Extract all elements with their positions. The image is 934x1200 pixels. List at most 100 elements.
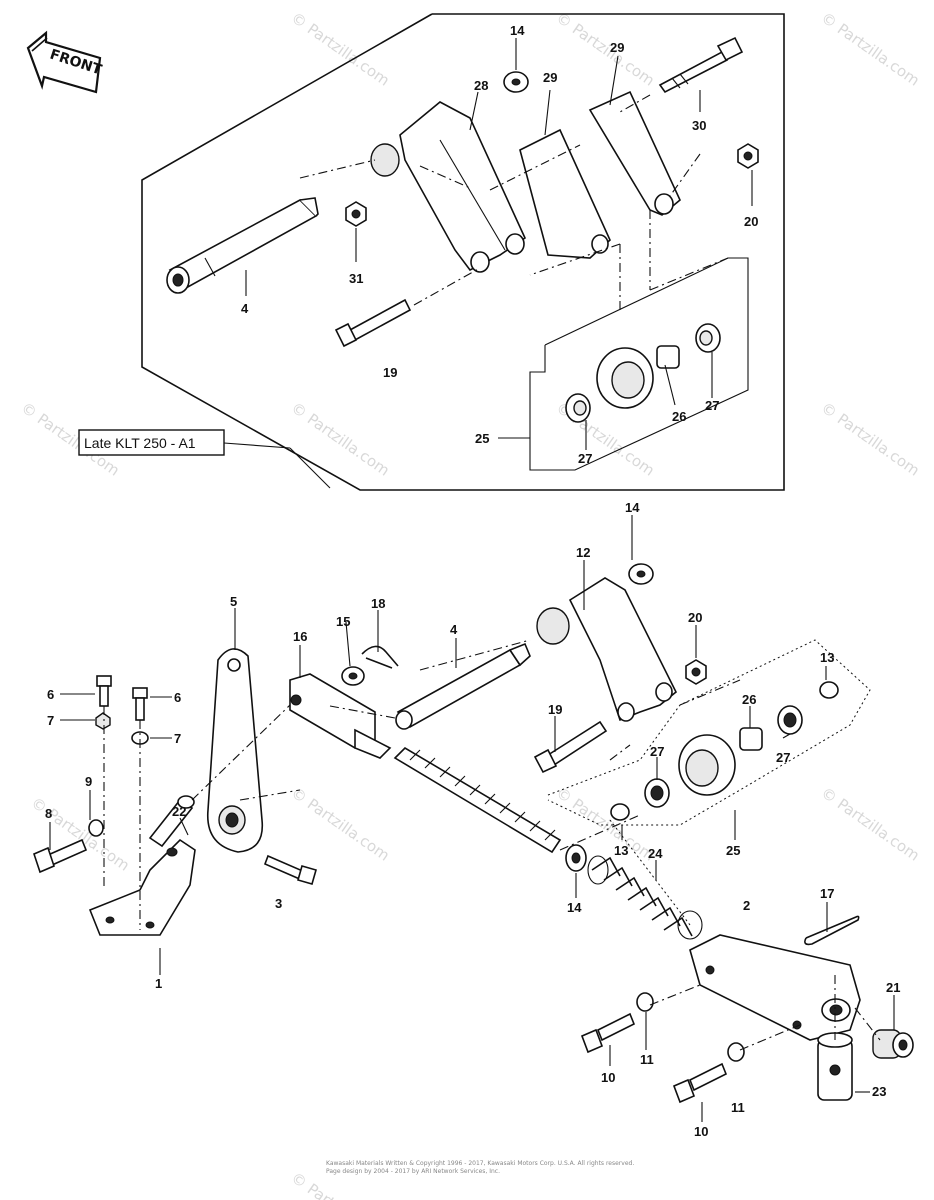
part-label-19: 19 (548, 702, 562, 717)
bolt-3 (263, 854, 317, 885)
part-label-7: 7 (47, 713, 54, 728)
washer-9 (88, 819, 104, 837)
part-label-9: 9 (85, 774, 92, 789)
plate-29-b (588, 90, 681, 216)
part-label-27: 27 (578, 451, 592, 466)
bolt-6-right (132, 687, 148, 721)
copyright-line-2: Page design by 2004 - 2017 by ARI Networ… (326, 1168, 500, 1175)
part-label-2: 2 (743, 898, 750, 913)
threaded-rod (393, 746, 562, 854)
front-arrow-icon: FRONT (26, 30, 104, 94)
watermark-text: © Partzilla.com (553, 9, 658, 90)
washer-11-a (636, 992, 654, 1012)
nut-20-main (685, 659, 707, 685)
part-label-3: 3 (275, 896, 282, 911)
part-label-14: 14 (567, 900, 582, 915)
part-label-14: 14 (510, 23, 525, 38)
watermark-text: © Partzilla.com (818, 399, 923, 480)
inset-outline (141, 13, 785, 491)
plate-29-a (519, 128, 611, 259)
copyright-line-1: Kawasaki Materials Written & Copyright 1… (326, 1160, 634, 1167)
part-label-27: 27 (705, 398, 719, 413)
lever-5 (207, 648, 264, 853)
part-label-25: 25 (475, 431, 489, 446)
part-label-13: 13 (614, 843, 628, 858)
part-label-20: 20 (688, 610, 702, 625)
pin-22 (148, 795, 195, 848)
guide-lines-inset (299, 94, 729, 310)
washer-14-inset (503, 71, 529, 93)
nut-31 (345, 201, 367, 227)
part-label-24: 24 (648, 846, 663, 861)
part-label-18: 18 (371, 596, 385, 611)
cotter-pin-17 (804, 915, 860, 946)
part-label-23: 23 (872, 1084, 886, 1099)
part-label-31: 31 (349, 271, 363, 286)
shaft-inset (166, 197, 319, 294)
part-label-13: 13 (820, 650, 834, 665)
bolt-19-inset (334, 298, 412, 348)
part-label-19: 19 (383, 365, 397, 380)
watermark-text: © Partzilla.com (288, 399, 393, 480)
part-label-29: 29 (610, 40, 624, 55)
part-label-10: 10 (601, 1070, 615, 1085)
bolt-10-a (580, 1012, 636, 1054)
part-label-27: 27 (776, 750, 790, 765)
part-label-21: 21 (886, 980, 900, 995)
washer-14-mid (628, 563, 654, 585)
part-label-12: 12 (576, 545, 590, 560)
inset-label: Late KLT 250 - A1 (84, 435, 196, 451)
part-label-26: 26 (672, 409, 686, 424)
arm-12 (536, 577, 678, 722)
part-label-25: 25 (726, 843, 740, 858)
part-label-22: 22 (172, 804, 186, 819)
watermark-text: © Partzilla.com (818, 784, 923, 865)
bolt-10-b (672, 1062, 728, 1104)
part-label-16: 16 (293, 629, 307, 644)
roller-assembly-inset (529, 257, 749, 471)
watermark-text: © Partzilla.com (288, 9, 393, 90)
copyright-footer: Kawasaki Materials Written & Copyright 1… (326, 1160, 634, 1175)
part-label-1: 1 (155, 976, 162, 991)
part-label-14: 14 (625, 500, 640, 515)
part-label-6: 6 (47, 687, 54, 702)
shaft-main (395, 642, 531, 730)
part-label-15: 15 (336, 614, 350, 629)
leader-lines (49, 38, 895, 1122)
nut-7-left (95, 712, 111, 730)
part-label-28: 28 (474, 78, 488, 93)
washer-14-low (565, 844, 587, 872)
washer-15 (341, 666, 365, 686)
spring-24 (587, 855, 703, 940)
part-label-8: 8 (45, 806, 52, 821)
part-label-11: 11 (731, 1100, 745, 1115)
inset-label-box: Late KLT 250 - A1 (78, 429, 225, 456)
bolt-8 (33, 838, 88, 874)
clevis-16 (289, 673, 392, 759)
arm-28 (370, 101, 527, 273)
part-label-4: 4 (450, 622, 458, 637)
bolt-6-left (96, 675, 112, 707)
bracket-2 (689, 934, 861, 1041)
part-label-6: 6 (174, 690, 181, 705)
watermark-text: © Partzilla.com (288, 784, 393, 865)
part-label-7: 7 (174, 731, 181, 746)
part-label-10: 10 (694, 1124, 708, 1139)
bolt-30 (658, 36, 744, 94)
knob-21 (872, 1029, 914, 1059)
part-label-5: 5 (230, 594, 237, 609)
part-label-26: 26 (742, 692, 756, 707)
part-label-30: 30 (692, 118, 706, 133)
washer-11-b (727, 1042, 745, 1062)
part-label-4: 4 (241, 301, 249, 316)
pin-23 (817, 1032, 853, 1101)
nut-20-inset (737, 143, 759, 169)
clip-18 (361, 645, 399, 669)
bracket-1 (88, 838, 196, 936)
part-label-27: 27 (650, 744, 664, 759)
part-label-11: 11 (640, 1052, 654, 1067)
guide-lines-main (103, 639, 881, 1051)
part-labels: 14 28 29 29 30 20 31 4 19 26 27 25 27 14… (45, 23, 900, 1139)
part-label-29: 29 (543, 70, 557, 85)
